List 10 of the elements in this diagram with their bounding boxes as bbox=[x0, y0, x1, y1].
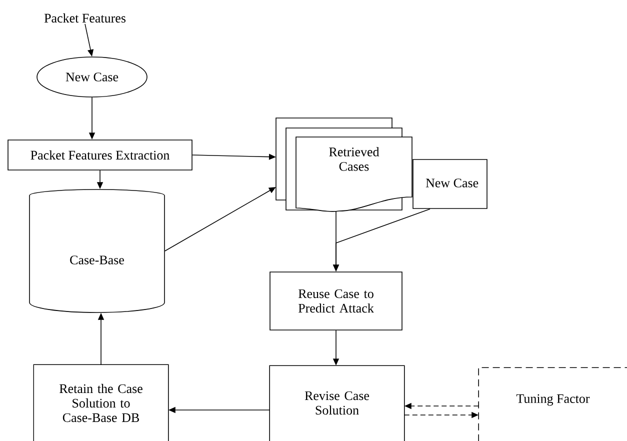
document-stack: Retrieved Cases bbox=[276, 118, 412, 212]
arrow bbox=[164, 187, 276, 252]
process-box: Reuse Case to Predict Attack bbox=[270, 272, 402, 330]
process-box: Retain the Case Solution to Case-Base DB bbox=[33, 364, 169, 441]
database-cylinder: Case-Base bbox=[29, 189, 165, 313]
label-text: Packet Features bbox=[44, 13, 126, 23]
process-box: Revise Case Solution bbox=[269, 365, 405, 441]
document-box: New Case bbox=[412, 159, 488, 209]
tuning-box: Tuning Factor bbox=[478, 367, 627, 441]
process-box: Packet Features Extraction bbox=[8, 140, 192, 170]
